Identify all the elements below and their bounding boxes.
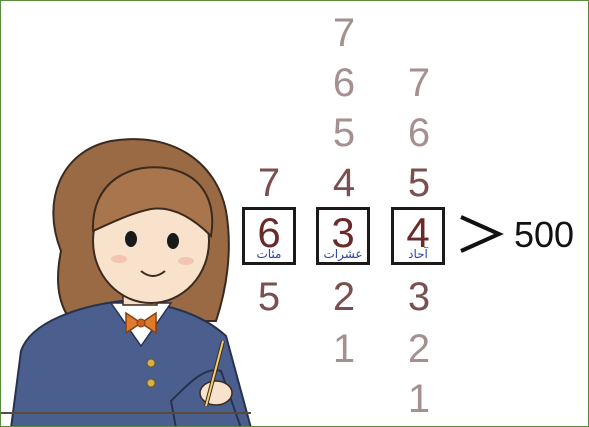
hundreds-caption: مئات: [245, 247, 293, 261]
ones-below-digit: 3: [399, 277, 439, 317]
hundreds-box: 6 مئات: [242, 207, 296, 265]
greater-than-icon: [455, 209, 505, 259]
ones-caption: آحاد: [394, 247, 442, 261]
hundreds-below-digit: 5: [249, 277, 289, 317]
tens-caption: عشرات: [319, 247, 367, 261]
hundreds-above-digit: 7: [249, 163, 289, 203]
ones-below-digit: 1: [399, 379, 439, 419]
tens-box: 3 عشرات: [316, 207, 370, 265]
tens-above-digit: 6: [324, 63, 364, 103]
tens-above-digit: 5: [324, 113, 364, 153]
ones-box: 4 آحاد: [391, 207, 445, 265]
ones-above-digit: 6: [399, 113, 439, 153]
tens-below-digit: 2: [324, 277, 364, 317]
ones-above-digit: 5: [399, 163, 439, 203]
tens-below-digit: 1: [324, 329, 364, 369]
comparison-number: 500: [514, 215, 574, 255]
tens-above-digit: 7: [324, 13, 364, 53]
tens-above-digit: 4: [324, 163, 364, 203]
ones-above-digit: 7: [399, 63, 439, 103]
ones-below-digit: 2: [399, 329, 439, 369]
